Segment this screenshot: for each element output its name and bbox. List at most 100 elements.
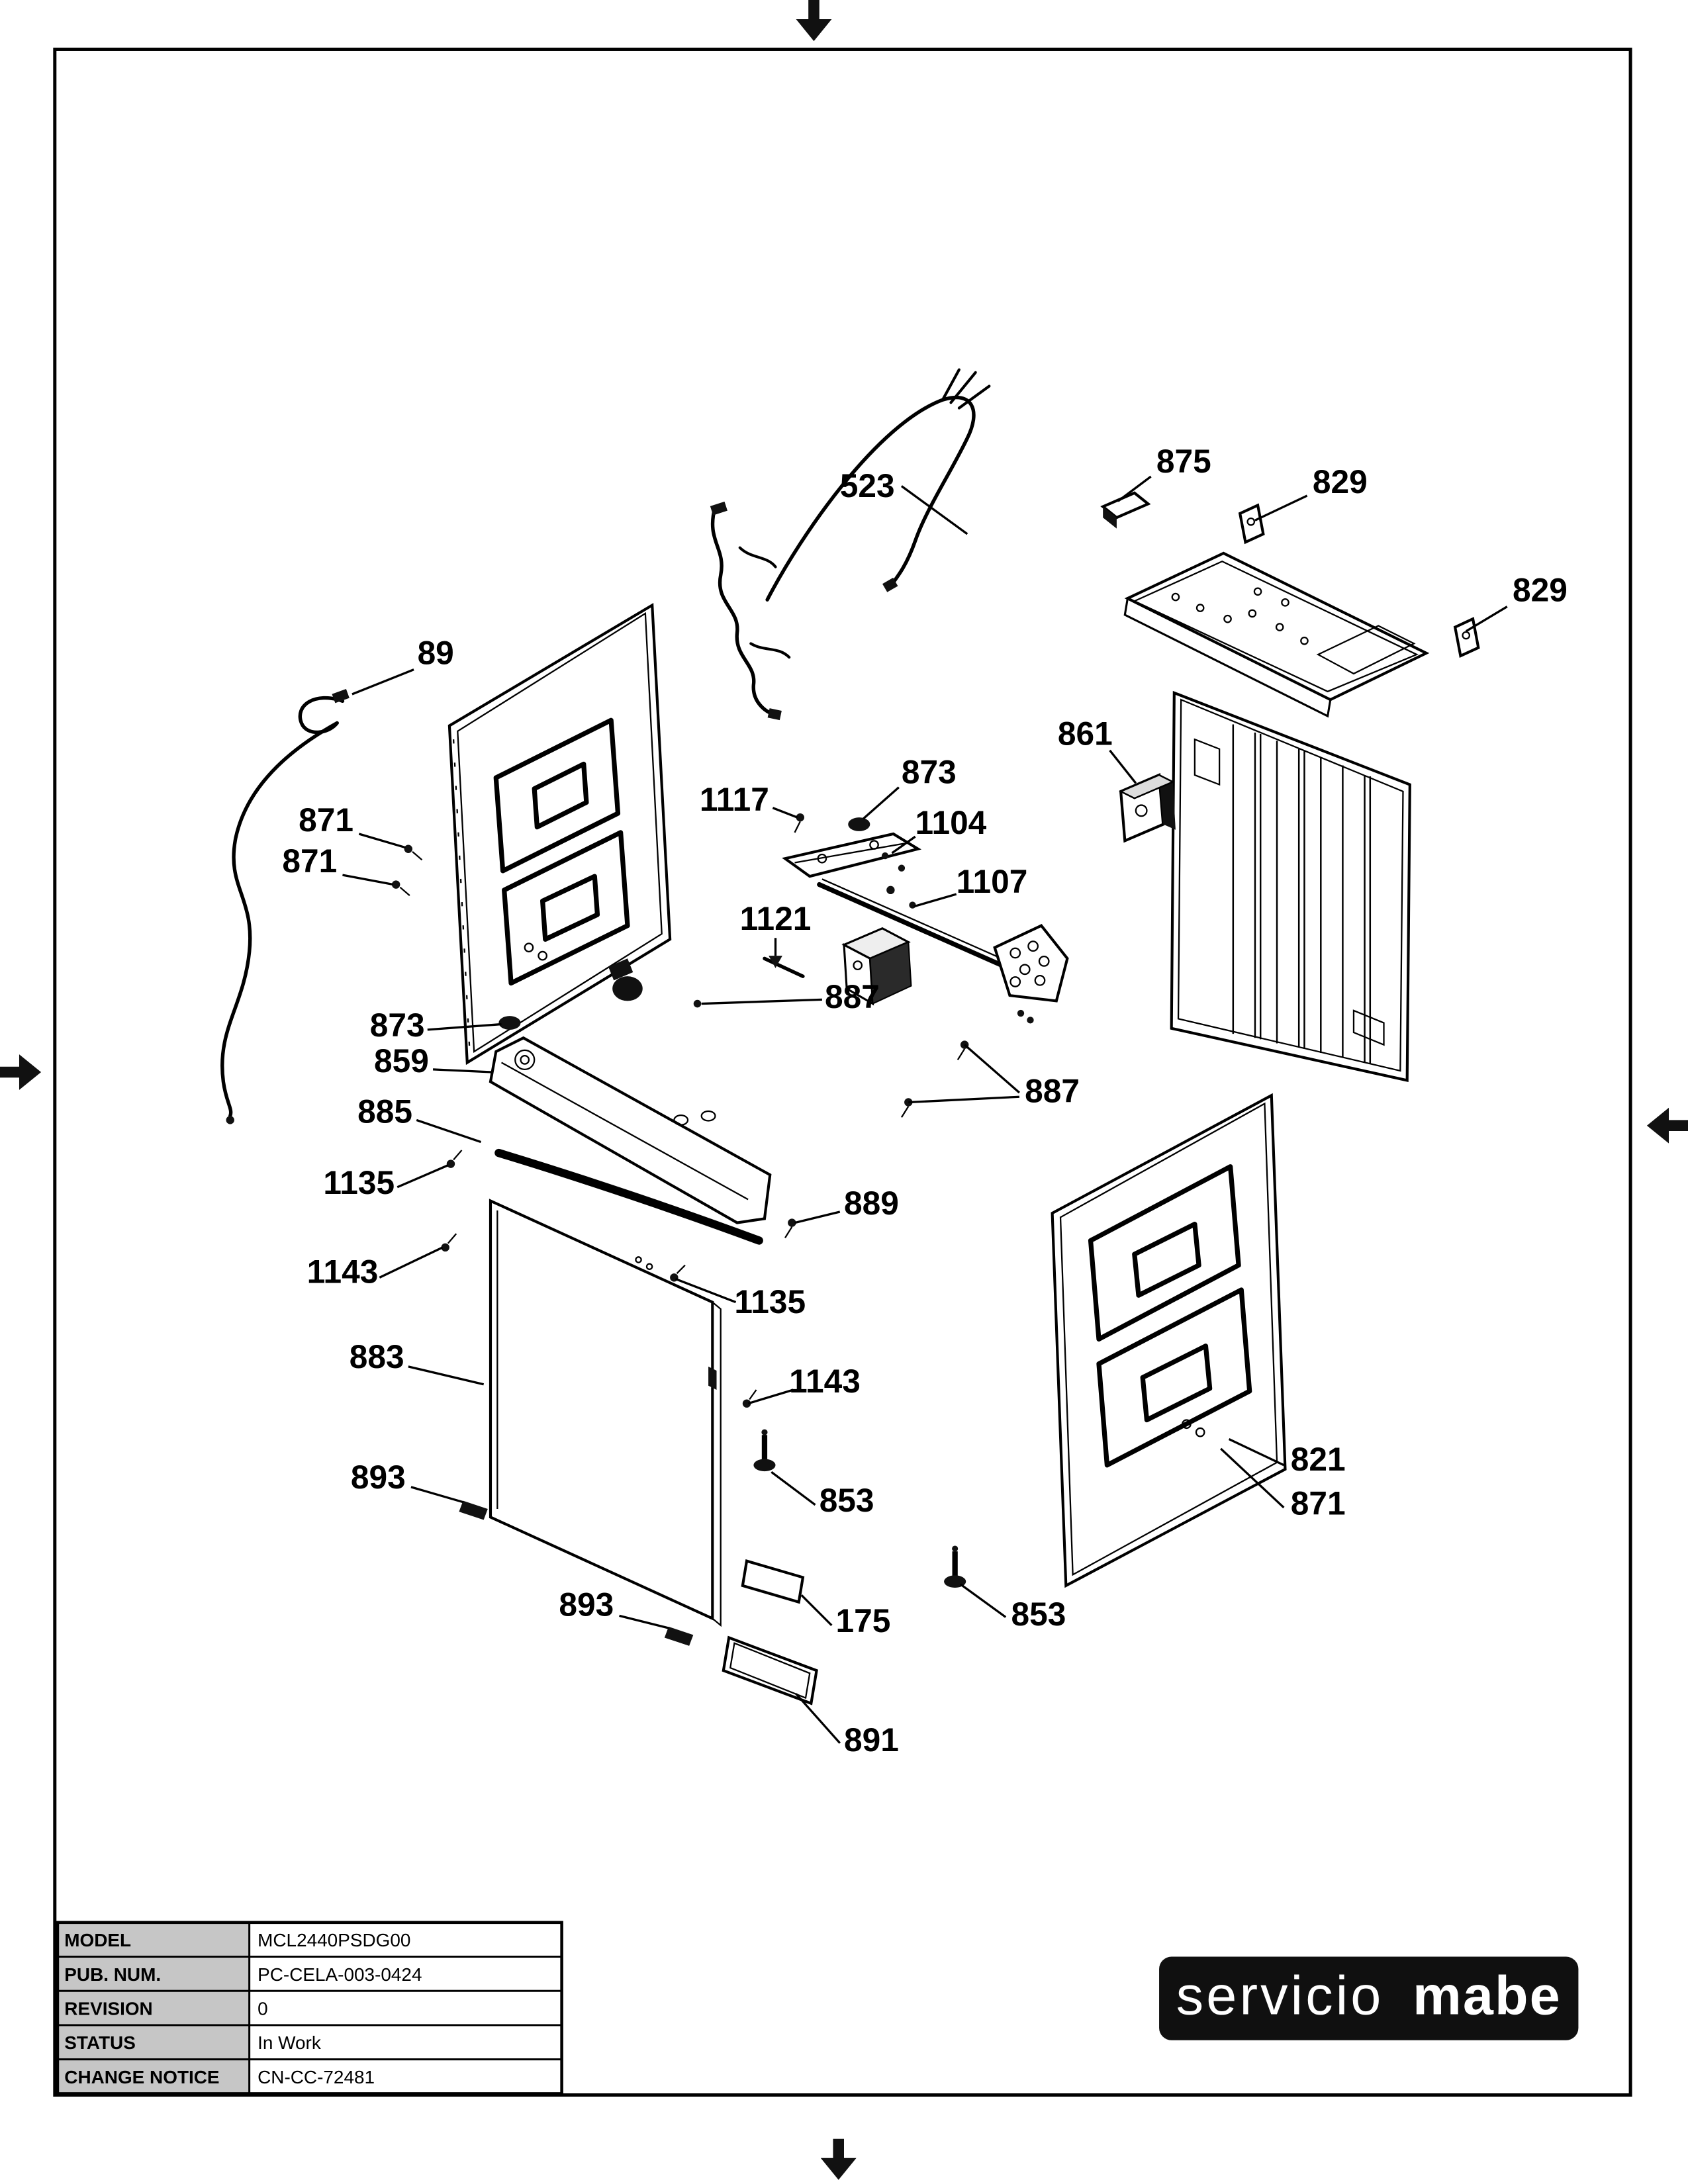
callout-label-883: 883	[350, 1338, 404, 1375]
logo-mabe-text: mabe	[1413, 1964, 1562, 2026]
callout-label-1143-left: 1143	[307, 1253, 379, 1291]
screw-1135-a	[446, 1150, 463, 1168]
holes-bracket	[993, 924, 1069, 1024]
callout-1135-center: 1135	[675, 1277, 806, 1320]
hinge-pin-1121	[763, 956, 805, 978]
plate-891	[722, 1635, 818, 1706]
title-block: MODEL MCL2440PSDG00 PUB. NUM. PC-CELA-00…	[56, 1921, 563, 2095]
callout-label-853-left: 853	[820, 1482, 874, 1519]
bracket-829-right	[1453, 617, 1480, 659]
callout-829-right: 829	[1465, 571, 1568, 633]
callout-label-889: 889	[844, 1185, 899, 1222]
title-value-model: MCL2440PSDG00	[258, 1930, 410, 1950]
motor-part-861	[1119, 773, 1176, 843]
callout-label-1121: 1121	[740, 900, 812, 937]
callout-859: 859	[374, 1042, 492, 1079]
bracket-829-top	[1238, 503, 1265, 545]
gasket-strip-885	[494, 1148, 763, 1245]
front-panel-883	[489, 1199, 722, 1627]
title-block-row-revision: REVISION 0	[56, 1989, 563, 2026]
callout-873-center: 873	[862, 753, 957, 820]
callout-label-1143-center: 1143	[789, 1363, 861, 1400]
callout-label-1135-center: 1135	[734, 1283, 806, 1320]
registration-arrow-top	[796, 0, 832, 42]
callout-label-893-lower: 893	[559, 1586, 614, 1623]
callout-label-1117: 1117	[700, 781, 769, 818]
callout-821: 821	[1228, 1437, 1346, 1478]
title-value-revision: 0	[258, 1998, 268, 2019]
callout-1135-left: 1135	[323, 1164, 449, 1201]
callout-89: 89	[352, 634, 454, 696]
wire-89	[220, 688, 350, 1124]
callout-175: 175	[800, 1594, 891, 1639]
pump-box	[841, 927, 912, 1006]
callout-label-853-right: 853	[1011, 1596, 1066, 1633]
title-label-revision: REVISION	[64, 1998, 152, 2019]
callout-label-1104: 1104	[915, 804, 987, 841]
plate-175	[741, 1559, 805, 1604]
callout-1107: 1107	[914, 863, 1028, 908]
callout-829-top: 829	[1254, 463, 1368, 522]
screw-887-b	[900, 1098, 913, 1118]
bracket-875	[1100, 491, 1151, 529]
screw-871-b	[391, 880, 410, 896]
front-top-support-859	[489, 1036, 772, 1224]
title-label-pubnum: PUB. NUM.	[64, 1964, 161, 1985]
title-cell-pubnum-value	[248, 1956, 563, 1992]
title-label-model: MODEL	[64, 1930, 131, 1950]
callout-883: 883	[350, 1338, 485, 1386]
callout-label-891: 891	[844, 1721, 899, 1758]
screw-887-a	[957, 1040, 969, 1060]
bolt-853-right	[944, 1545, 966, 1588]
screw-1143-a	[441, 1233, 457, 1252]
callout-889: 889	[794, 1185, 899, 1224]
callout-875: 875	[1117, 443, 1211, 502]
screw-887-dot	[693, 999, 702, 1008]
top-rear-panel	[1123, 551, 1430, 718]
title-block-row-changenotice: CHANGE NOTICE CN-CC-72481	[56, 2058, 563, 2095]
screw-1143-b	[742, 1389, 757, 1408]
callout-label-887-center: 887	[825, 978, 880, 1015]
callout-label-1107: 1107	[957, 863, 1028, 900]
callout-861: 861	[1058, 715, 1137, 784]
callout-853-left: 853	[771, 1471, 874, 1519]
title-value-pubnum: PC-CELA-003-0424	[258, 1964, 422, 1985]
callout-893-lower: 893	[559, 1586, 669, 1629]
callout-label-871-bottom: 871	[1291, 1484, 1346, 1522]
title-block-row-pubnum: PUB. NUM. PC-CELA-003-0424	[56, 1956, 563, 1992]
callout-893-upper: 893	[351, 1459, 464, 1504]
callout-1117: 1117	[700, 781, 798, 819]
callout-label-89: 89	[418, 634, 454, 671]
title-value-status: In Work	[258, 2032, 321, 2053]
grommet-873-left	[498, 1016, 521, 1030]
callout-label-829-right: 829	[1513, 571, 1568, 608]
svg-text:servicio mabe: servicio mabe	[1176, 1964, 1562, 2026]
callout-label-871-a: 871	[299, 801, 353, 839]
callout-label-523: 523	[840, 467, 895, 504]
callout-label-873-center: 873	[902, 753, 957, 790]
callout-853-right: 853	[959, 1583, 1066, 1633]
torsion-rod	[817, 882, 1014, 972]
callout-887-center: 887	[701, 978, 880, 1015]
callout-label-875: 875	[1156, 443, 1211, 480]
title-cell-revision-value	[248, 1989, 563, 2026]
callout-891: 891	[795, 1693, 899, 1758]
callout-label-859: 859	[374, 1042, 429, 1079]
callout-label-1135-left: 1135	[323, 1164, 395, 1201]
registration-arrow-bottom	[820, 2138, 857, 2180]
callout-885: 885	[357, 1093, 482, 1144]
callout-523: 523	[840, 467, 968, 535]
brand-logo: servicio mabe	[1159, 1956, 1579, 2040]
title-value-changenotice: CN-CC-72481	[258, 2067, 375, 2087]
callout-887-right: 887	[908, 1044, 1080, 1110]
bolt-853-left	[753, 1429, 776, 1472]
callout-label-861: 861	[1058, 715, 1113, 752]
callout-873-left: 873	[370, 1007, 502, 1044]
clip-893-a	[459, 1500, 488, 1520]
callout-1143-left: 1143	[307, 1246, 444, 1291]
callout-label-175: 175	[836, 1602, 891, 1639]
title-cell-changenotice-label	[56, 2058, 251, 2095]
side-panel-right	[1051, 1093, 1287, 1588]
callout-label-887-right: 887	[1025, 1073, 1080, 1110]
